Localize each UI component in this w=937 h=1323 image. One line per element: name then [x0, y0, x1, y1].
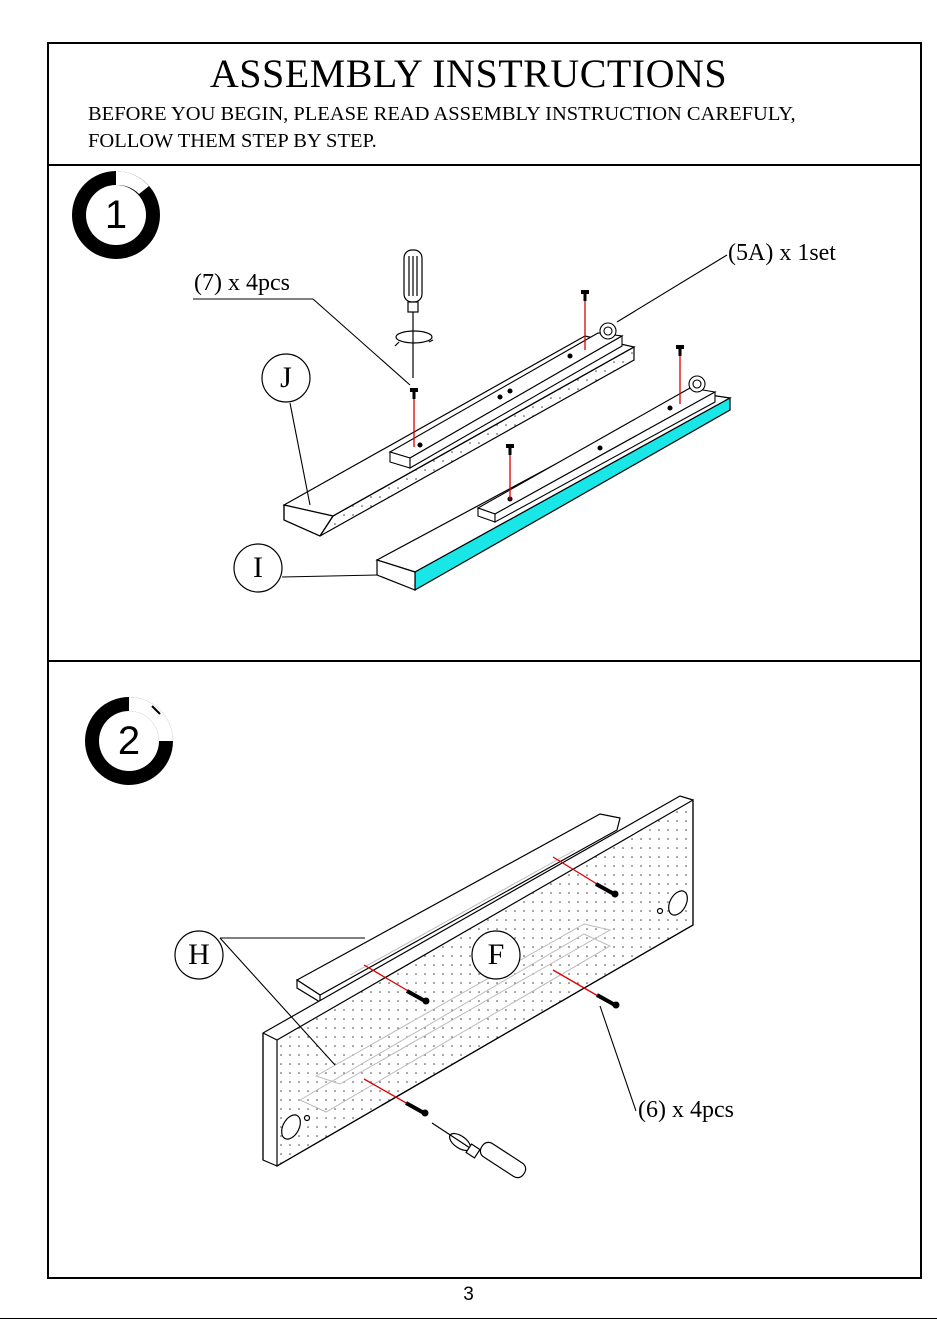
screw-6-label: (6) x 4pcs: [638, 1097, 734, 1124]
step-1-number: 1: [96, 193, 136, 238]
part-h-label: H: [174, 930, 224, 980]
part-j-label: J: [261, 353, 311, 403]
part-f-label: F: [471, 930, 521, 980]
slide-5a-label: (5A) x 1set: [728, 240, 836, 267]
screwdriver-icon: [395, 250, 433, 378]
step-2-number: 2: [109, 719, 149, 764]
page-number: 3: [0, 1284, 937, 1306]
part-i-label: I: [233, 543, 283, 593]
screw-7-label: (7) x 4pcs: [194, 270, 290, 297]
screwdriver-icon-step2: [432, 1123, 528, 1180]
bottom-rule: [0, 1318, 937, 1319]
